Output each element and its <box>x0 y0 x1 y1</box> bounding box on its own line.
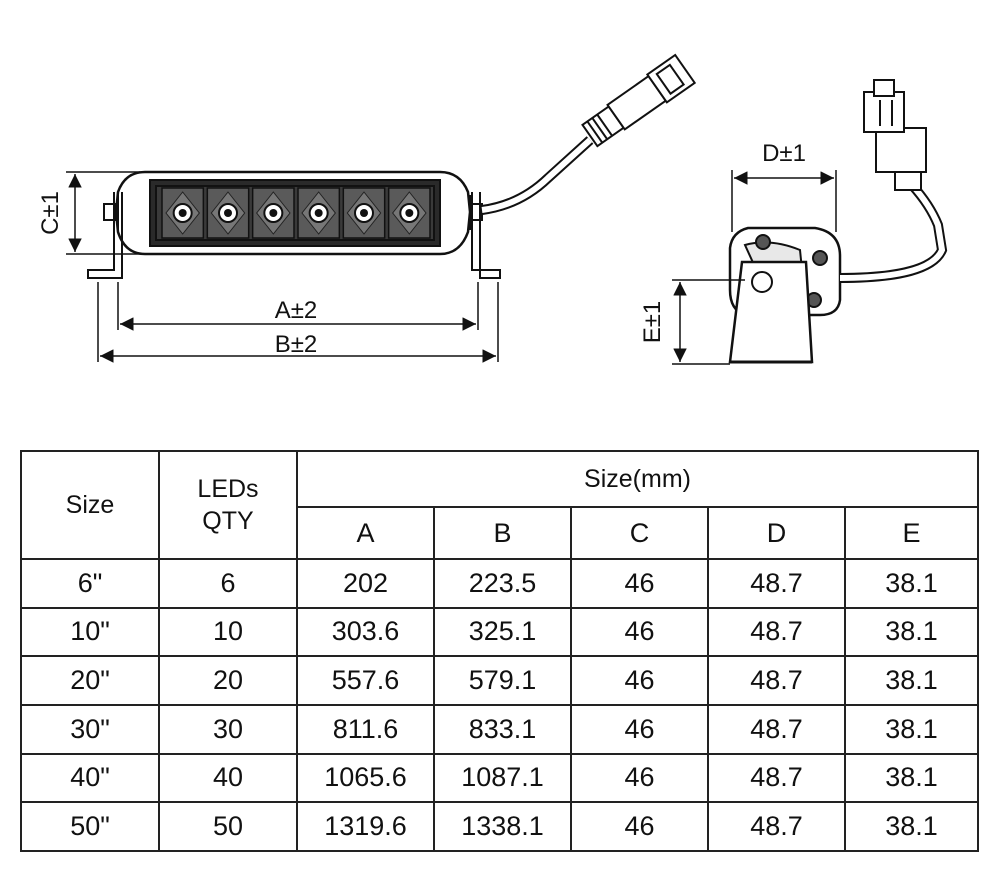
cell-e: 38.1 <box>843 801 980 852</box>
cell-a: 202 <box>296 558 435 609</box>
subheader-e: E <box>843 506 980 560</box>
cell-c: 46 <box>570 558 709 609</box>
header-leds-qty: LEDs QTY <box>158 450 298 560</box>
technical-drawing: C±1 A±2 B±2 D±1 <box>37 53 948 365</box>
dim-d-label: D±1 <box>762 140 806 167</box>
header-size: Size <box>20 450 160 560</box>
cell-a: 1319.6 <box>296 801 435 852</box>
cell-size: 10" <box>20 606 160 658</box>
cell-b: 1338.1 <box>433 801 572 852</box>
table-row: 6" 6 202 223.5 46 48.7 38.1 <box>20 558 980 609</box>
subheader-a: A <box>296 506 435 560</box>
cell-d: 48.7 <box>707 655 846 706</box>
table-row: 40" 40 1065.6 1087.1 46 48.7 38.1 <box>20 752 980 804</box>
cell-e: 38.1 <box>843 655 980 706</box>
cell-c: 46 <box>570 606 709 658</box>
cell-d: 48.7 <box>707 801 846 852</box>
table-row: 50" 50 1319.6 1338.1 46 48.7 38.1 <box>20 801 980 852</box>
dim-b-label: B±2 <box>275 331 318 358</box>
cell-a: 811.6 <box>296 703 435 755</box>
cell-leds: 20 <box>158 655 298 706</box>
led-cell <box>297 187 341 239</box>
led-cell <box>342 187 386 239</box>
cell-leds: 6 <box>158 558 298 609</box>
cell-e: 38.1 <box>843 703 980 755</box>
right-mount-bracket <box>471 192 501 279</box>
subheader-b: B <box>433 506 572 560</box>
led-cell <box>387 187 431 239</box>
cell-d: 48.7 <box>707 752 846 804</box>
table-row: 10" 10 303.6 325.1 46 48.7 38.1 <box>20 606 980 658</box>
cell-a: 557.6 <box>296 655 435 706</box>
cell-e: 38.1 <box>843 558 980 609</box>
cell-size: 30" <box>20 703 160 755</box>
subheader-d: D <box>707 506 846 560</box>
cell-d: 48.7 <box>707 606 846 658</box>
cell-leds: 10 <box>158 606 298 658</box>
cell-c: 46 <box>570 801 709 852</box>
cell-c: 46 <box>570 703 709 755</box>
cell-leds: 40 <box>158 752 298 804</box>
cell-b: 223.5 <box>433 558 572 609</box>
left-mount-bracket <box>87 192 123 279</box>
cell-a: 1065.6 <box>296 752 435 804</box>
dim-e-label: E±1 <box>639 301 666 344</box>
dim-c-label: C±1 <box>37 191 64 235</box>
cell-size: 6" <box>20 558 160 609</box>
cell-e: 38.1 <box>843 606 980 658</box>
cell-e: 38.1 <box>843 752 980 804</box>
cell-b: 833.1 <box>433 703 572 755</box>
table-row: 20" 20 557.6 579.1 46 48.7 38.1 <box>20 655 980 706</box>
led-cells <box>161 187 431 239</box>
cell-leds: 50 <box>158 801 298 852</box>
cell-b: 579.1 <box>433 655 572 706</box>
light-bar-housing <box>114 170 472 256</box>
side-view <box>672 79 948 365</box>
table-row: 30" 30 811.6 833.1 46 48.7 38.1 <box>20 703 980 755</box>
led-cell <box>161 187 205 239</box>
cell-d: 48.7 <box>707 703 846 755</box>
cell-b: 325.1 <box>433 606 572 658</box>
subheader-c: C <box>570 506 709 560</box>
cell-b: 1087.1 <box>433 752 572 804</box>
cell-a: 303.6 <box>296 606 435 658</box>
header-leds-line1: LEDs <box>197 475 259 503</box>
cell-c: 46 <box>570 655 709 706</box>
cell-leds: 30 <box>158 703 298 755</box>
dimension-table: Size LEDs QTY Size(mm) A B C D E 6" 6 20… <box>20 450 980 852</box>
led-cell <box>251 187 295 239</box>
cell-d: 48.7 <box>707 558 846 609</box>
dim-a-label: A±2 <box>275 297 318 324</box>
cell-size: 40" <box>20 752 160 804</box>
header-leds-line2: QTY <box>202 507 254 535</box>
header-size-mm: Size(mm) <box>295 450 980 508</box>
power-cable <box>481 136 594 215</box>
connector-side <box>863 79 927 191</box>
connector-front <box>581 53 697 148</box>
cell-size: 50" <box>20 801 160 852</box>
cell-size: 20" <box>20 655 160 706</box>
cell-c: 46 <box>570 752 709 804</box>
led-cell <box>206 187 250 239</box>
